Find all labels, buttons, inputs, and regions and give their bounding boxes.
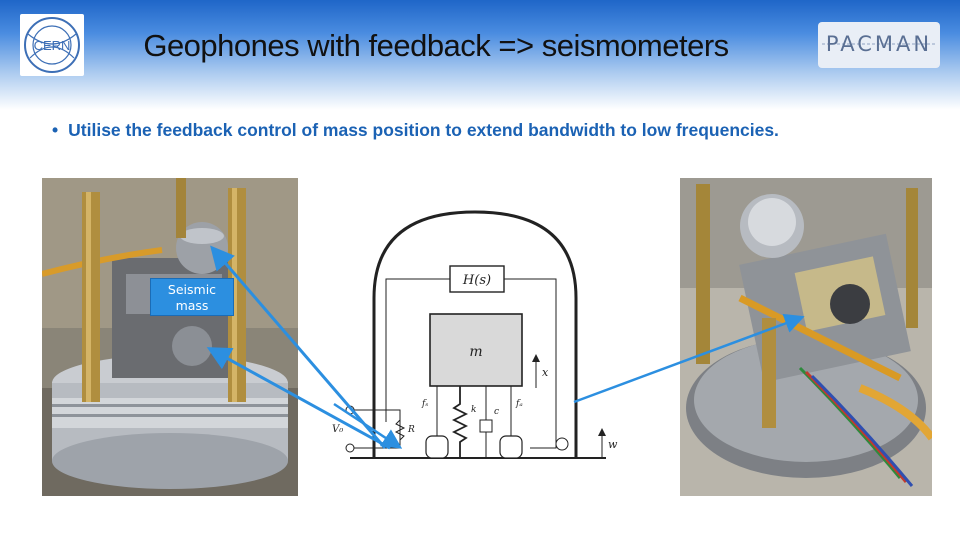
geophone-photo-right (680, 178, 932, 496)
damper-c-label: c (494, 407, 499, 417)
bullet-point: • Utilise the feedback control of mass po… (52, 120, 952, 141)
spring-k-label: k (471, 405, 476, 415)
fs-label: fₛ (421, 399, 428, 409)
pacman-logo-text: PACMAN (826, 32, 932, 56)
v0-label: V₀ (332, 424, 343, 435)
geophone-photo-left (42, 178, 298, 496)
controller-label: H(s) (462, 273, 491, 288)
bullet-icon: • (52, 120, 59, 140)
cern-logo: CERN (20, 14, 84, 76)
seismometer-diagram: H(s) m x k c fₛ fₐ V₀ R (330, 208, 620, 470)
header-band (0, 0, 960, 110)
bullet-text: Utilise the feedback control of mass pos… (68, 120, 779, 140)
w-label: w (608, 438, 618, 451)
seismic-mass-label: Seismic mass (150, 278, 234, 316)
cern-logo-text: CERN (34, 38, 71, 53)
fa-label: fₐ (515, 399, 523, 409)
coils-label: sensing & force coils (409, 463, 539, 478)
leaf-spring-label: Leaf spring (597, 330, 667, 345)
pacman-logo: PACMAN (818, 22, 940, 68)
mass-label: m (469, 344, 482, 360)
x-label: x (542, 366, 549, 379)
page-title: Geophones with feedback => seismometers (143, 28, 729, 63)
r-label: R (407, 425, 415, 435)
